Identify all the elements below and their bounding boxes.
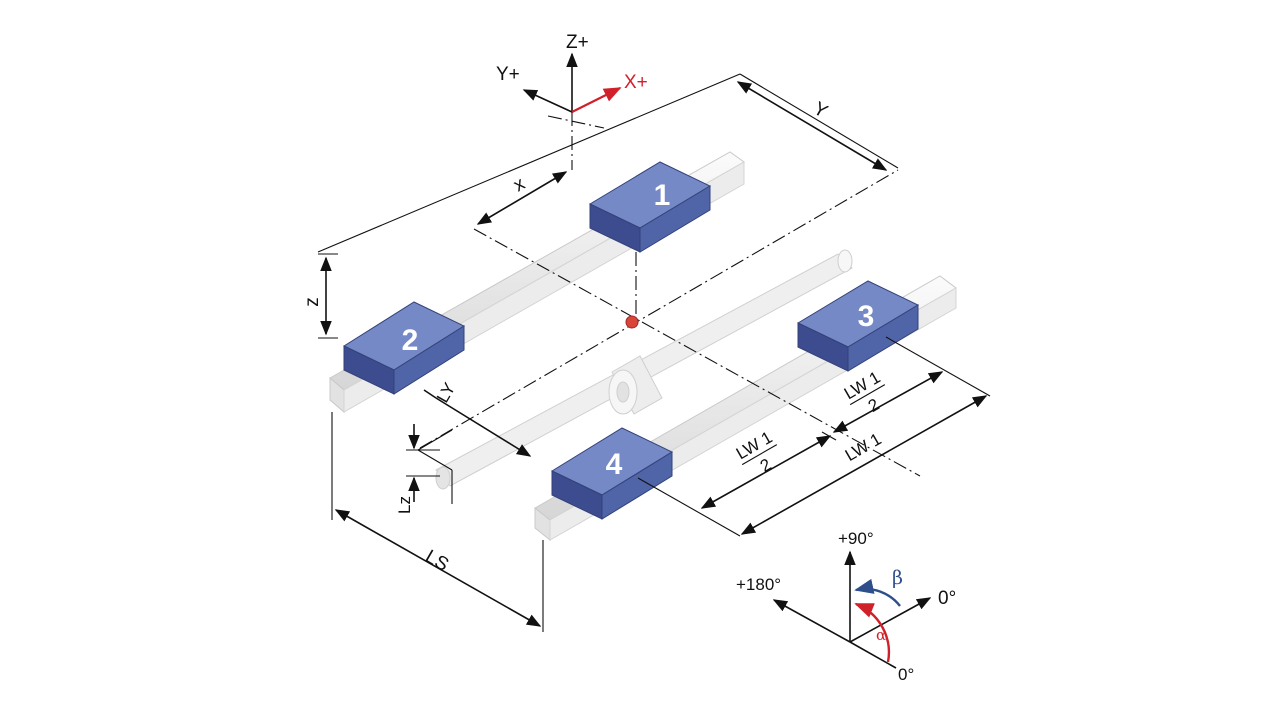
dimension-ly-label: LY bbox=[433, 380, 459, 406]
dimension-x: x bbox=[476, 171, 568, 225]
y-axis-arrow bbox=[522, 89, 573, 113]
ball-screw-nut bbox=[608, 355, 663, 415]
beta-label: β bbox=[892, 567, 903, 589]
z-axis-label: Z+ bbox=[566, 32, 589, 53]
block-2-label: 2 bbox=[402, 324, 419, 357]
angle-coordinate-system: +90° +180° 0° 0° β α bbox=[736, 529, 956, 684]
carriage-block-4: 4 bbox=[550, 427, 674, 520]
center-of-gravity-point bbox=[625, 315, 639, 329]
carriage-block-3: 3 bbox=[796, 280, 920, 372]
block-4-label: 4 bbox=[606, 448, 623, 481]
beta-arc-arrow bbox=[854, 578, 901, 607]
alpha-arc-arrow bbox=[854, 602, 891, 663]
dimension-z: z bbox=[302, 253, 338, 339]
coordinate-system: Z+ Y+ X+ bbox=[496, 32, 648, 113]
angle-plus180-label: +180° bbox=[736, 575, 781, 594]
x-axis-arrow bbox=[571, 87, 622, 113]
alpha-label: α bbox=[876, 626, 886, 644]
angle-zero-upper-label: 0° bbox=[938, 588, 956, 609]
dimension-y-label: Y bbox=[810, 98, 832, 123]
dimension-lw1-half-left-bottom: 2 bbox=[757, 455, 775, 476]
dimension-lw1-label: LW 1 bbox=[842, 429, 885, 465]
block-1-label: 1 bbox=[654, 179, 671, 212]
angle-axis-right bbox=[849, 597, 932, 643]
block-3-label: 3 bbox=[858, 300, 875, 333]
dimension-x-label: x bbox=[510, 173, 529, 196]
dimension-ls-label: LS bbox=[422, 546, 453, 576]
carriage-block-1: 1 bbox=[588, 161, 712, 253]
center-lines bbox=[419, 112, 921, 477]
x-axis-label: X+ bbox=[624, 72, 648, 93]
carriage-block-2: 2 bbox=[342, 301, 466, 395]
dimension-lz-label: Lz bbox=[395, 496, 414, 514]
dimension-z-label: z bbox=[302, 297, 323, 307]
y-axis-label: Y+ bbox=[496, 64, 520, 85]
angle-zero-lower-label: 0° bbox=[898, 665, 914, 684]
angle-axis-left bbox=[772, 599, 851, 643]
angle-plus90-label: +90° bbox=[838, 529, 874, 548]
angle-axis-down bbox=[849, 641, 897, 669]
